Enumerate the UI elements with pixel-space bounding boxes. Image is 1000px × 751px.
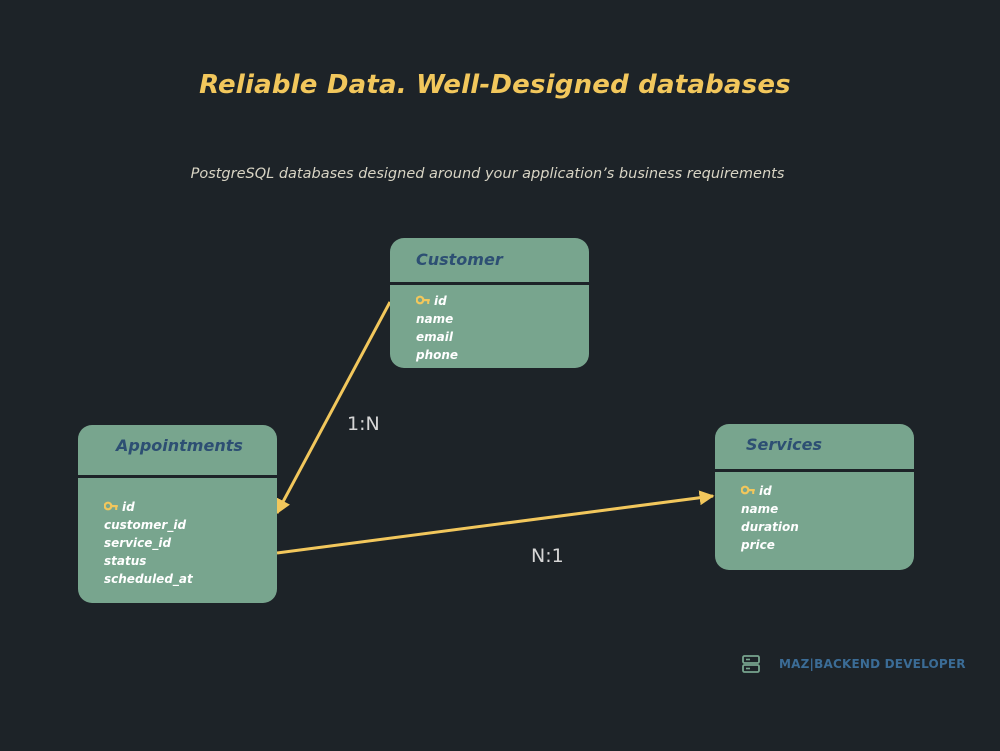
field-services-name: name xyxy=(741,502,779,516)
brand-text: MAZ|BACKEND DEVELOPER xyxy=(779,657,966,671)
field-appointments-id: id xyxy=(104,498,277,516)
connector-customer-appointments xyxy=(275,301,392,515)
database-server-icon xyxy=(742,655,760,673)
field-label: id xyxy=(122,500,135,514)
entity-appointments[interactable]: Appointments id customer_id service_id s… xyxy=(78,425,277,603)
entity-services[interactable]: Services id name duration price xyxy=(715,424,914,570)
field-label: id xyxy=(434,294,447,308)
field-services-duration: duration xyxy=(741,520,799,534)
field-services-price: price xyxy=(741,538,775,552)
entity-appointments-fields: id customer_id service_id status schedul… xyxy=(78,478,277,588)
entity-customer[interactable]: Customer id name email phone xyxy=(390,238,589,368)
key-icon xyxy=(104,501,118,511)
page-title: Reliable Data. Well-Designed databases xyxy=(199,70,791,100)
brand-footer: MAZ|BACKEND DEVELOPER xyxy=(741,654,966,674)
field-appointments-customer-id: customer_id xyxy=(104,518,187,532)
field-customer-email: email xyxy=(416,330,453,344)
entity-customer-title: Customer xyxy=(390,238,589,285)
entity-customer-fields: id name email phone xyxy=(390,285,589,364)
page-subtitle: PostgreSQL databases designed around you… xyxy=(190,166,785,182)
field-customer-phone: phone xyxy=(416,348,459,362)
field-customer-name: name xyxy=(416,312,454,326)
field-services-id: id xyxy=(741,482,914,500)
entity-services-fields: id name duration price xyxy=(715,472,914,554)
field-appointments-status: status xyxy=(104,554,147,568)
key-icon xyxy=(416,295,430,305)
relationship-label-customer-appointments: 1:N xyxy=(347,413,380,435)
field-appointments-service-id: service_id xyxy=(104,536,172,550)
entity-services-title: Services xyxy=(715,424,914,472)
relationship-label-appointments-services: N:1 xyxy=(531,545,564,567)
key-icon xyxy=(741,485,755,495)
connector-appointments-services xyxy=(276,490,715,555)
field-label: id xyxy=(759,484,772,498)
entity-appointments-title: Appointments xyxy=(78,425,277,478)
field-customer-id: id xyxy=(416,292,589,310)
field-appointments-scheduled-at: scheduled_at xyxy=(104,572,193,586)
